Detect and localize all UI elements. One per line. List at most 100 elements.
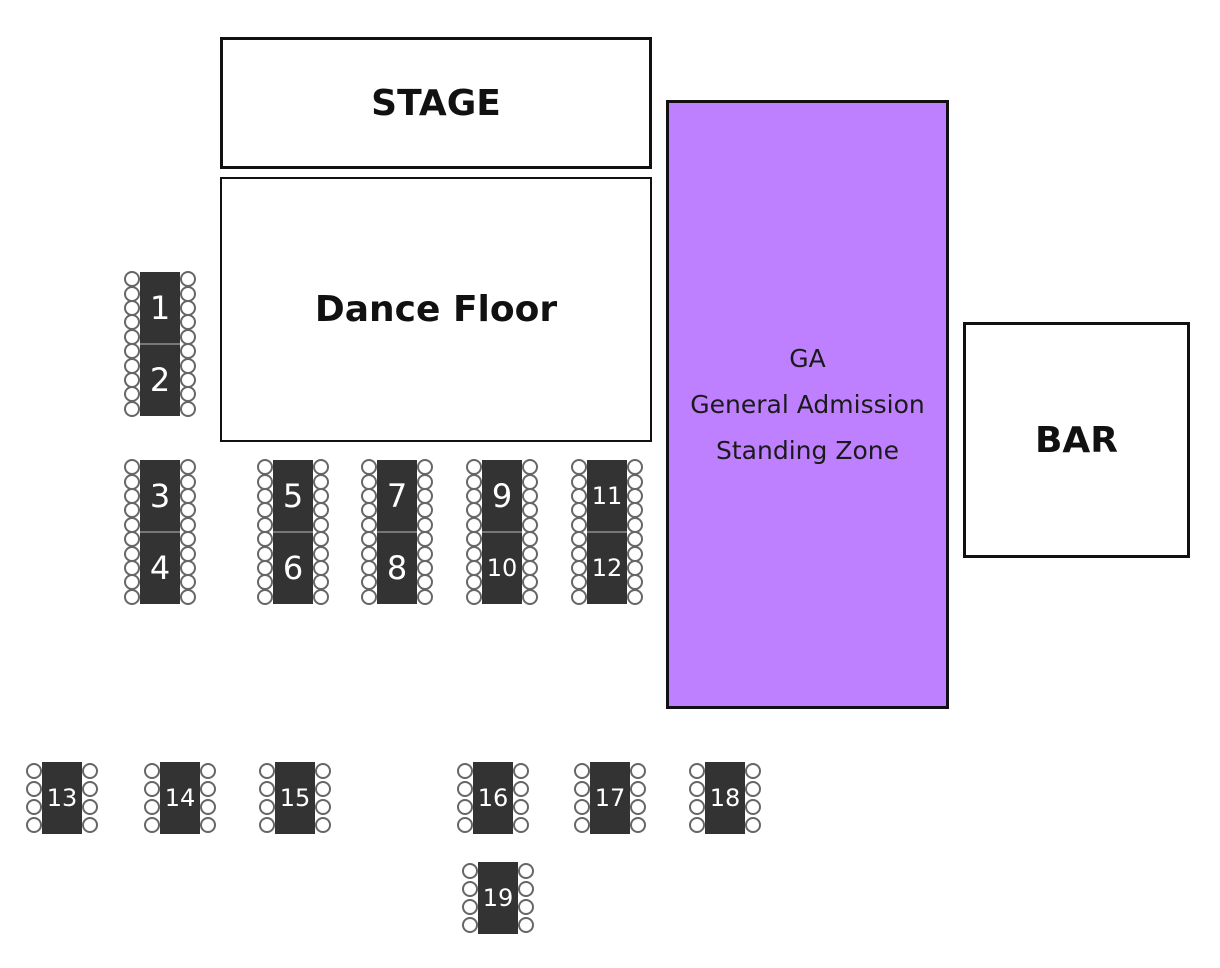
table-1[interactable] [140, 272, 180, 344]
table-2[interactable] [140, 344, 180, 416]
table-9-seat[interactable] [466, 502, 482, 519]
table-19-seat[interactable] [518, 917, 534, 933]
table-14-seat[interactable] [200, 799, 216, 815]
table-18-seat[interactable] [689, 763, 705, 779]
table-11-seat[interactable] [627, 459, 643, 476]
table-18[interactable] [705, 762, 745, 834]
table-2-seat[interactable] [124, 400, 140, 417]
table-16-seat[interactable] [513, 799, 529, 815]
table-4-seat[interactable] [124, 588, 140, 605]
table-15-seat[interactable] [259, 781, 275, 797]
table-6-seat[interactable] [257, 574, 273, 591]
table-13-seat[interactable] [82, 799, 98, 815]
table-8-seat[interactable] [361, 531, 377, 548]
table-13-seat[interactable] [82, 817, 98, 833]
table-14-seat[interactable] [144, 817, 160, 833]
table-2-seat[interactable] [124, 386, 140, 403]
table-7[interactable] [377, 460, 417, 532]
table-5-seat[interactable] [257, 459, 273, 476]
table-17-seat[interactable] [574, 799, 590, 815]
table-14-seat[interactable] [200, 763, 216, 779]
table-19-seat[interactable] [518, 899, 534, 915]
table-15[interactable] [275, 762, 315, 834]
table-17-seat[interactable] [574, 763, 590, 779]
table-7-seat[interactable] [417, 502, 433, 519]
table-19-seat[interactable] [518, 863, 534, 879]
table-6[interactable] [273, 532, 313, 604]
table-9[interactable] [482, 460, 522, 532]
table-13-seat[interactable] [26, 763, 42, 779]
table-6-seat[interactable] [257, 531, 273, 548]
table-17-seat[interactable] [630, 817, 646, 833]
table-8-seat[interactable] [361, 574, 377, 591]
table-6-seat[interactable] [313, 531, 329, 548]
table-19-seat[interactable] [462, 863, 478, 879]
table-16-seat[interactable] [457, 763, 473, 779]
table-13-seat[interactable] [26, 817, 42, 833]
table-4-seat[interactable] [180, 574, 196, 591]
table-16-seat[interactable] [457, 817, 473, 833]
table-6-seat[interactable] [313, 588, 329, 605]
table-15-seat[interactable] [315, 763, 331, 779]
table-19-seat[interactable] [518, 881, 534, 897]
table-17-seat[interactable] [630, 763, 646, 779]
table-10[interactable] [482, 532, 522, 604]
table-10-seat[interactable] [466, 574, 482, 591]
table-16[interactable] [473, 762, 513, 834]
table-17-seat[interactable] [574, 781, 590, 797]
table-4-seat[interactable] [124, 574, 140, 591]
table-12-seat[interactable] [627, 574, 643, 591]
bar-zone[interactable]: BAR [963, 322, 1190, 558]
table-8-seat[interactable] [361, 588, 377, 605]
table-9-seat[interactable] [466, 459, 482, 476]
table-16-seat[interactable] [513, 781, 529, 797]
table-16-seat[interactable] [457, 799, 473, 815]
table-15-seat[interactable] [315, 799, 331, 815]
table-18-seat[interactable] [689, 817, 705, 833]
table-3-seat[interactable] [180, 502, 196, 519]
table-3-seat[interactable] [180, 459, 196, 476]
table-10-seat[interactable] [466, 588, 482, 605]
table-14-seat[interactable] [200, 781, 216, 797]
table-15-seat[interactable] [259, 799, 275, 815]
table-12[interactable] [587, 532, 627, 604]
table-13-seat[interactable] [26, 799, 42, 815]
table-10-seat[interactable] [466, 531, 482, 548]
table-12-seat[interactable] [571, 574, 587, 591]
table-6-seat[interactable] [313, 574, 329, 591]
table-1-seat[interactable] [124, 314, 140, 331]
table-4[interactable] [140, 532, 180, 604]
table-14[interactable] [160, 762, 200, 834]
table-11[interactable] [587, 460, 627, 532]
table-10-seat[interactable] [522, 574, 538, 591]
table-18-seat[interactable] [745, 763, 761, 779]
table-17-seat[interactable] [630, 799, 646, 815]
dance-floor-zone[interactable]: Dance Floor [220, 177, 652, 442]
table-14-seat[interactable] [144, 781, 160, 797]
table-12-seat[interactable] [571, 531, 587, 548]
table-17[interactable] [590, 762, 630, 834]
table-13-seat[interactable] [26, 781, 42, 797]
table-8-seat[interactable] [417, 574, 433, 591]
table-10-seat[interactable] [522, 531, 538, 548]
stage-zone[interactable]: STAGE [220, 37, 652, 169]
table-12-seat[interactable] [627, 588, 643, 605]
table-2-seat[interactable] [180, 343, 196, 360]
table-19-seat[interactable] [462, 881, 478, 897]
table-2-seat[interactable] [180, 386, 196, 403]
table-14-seat[interactable] [200, 817, 216, 833]
table-14-seat[interactable] [144, 799, 160, 815]
table-4-seat[interactable] [180, 588, 196, 605]
table-17-seat[interactable] [630, 781, 646, 797]
table-1-seat[interactable] [180, 314, 196, 331]
table-15-seat[interactable] [259, 817, 275, 833]
table-7-seat[interactable] [361, 459, 377, 476]
table-14-seat[interactable] [144, 763, 160, 779]
table-16-seat[interactable] [457, 781, 473, 797]
table-15-seat[interactable] [315, 817, 331, 833]
table-5-seat[interactable] [313, 459, 329, 476]
table-18-seat[interactable] [689, 781, 705, 797]
table-5-seat[interactable] [257, 502, 273, 519]
table-19[interactable] [478, 862, 518, 934]
table-17-seat[interactable] [574, 817, 590, 833]
